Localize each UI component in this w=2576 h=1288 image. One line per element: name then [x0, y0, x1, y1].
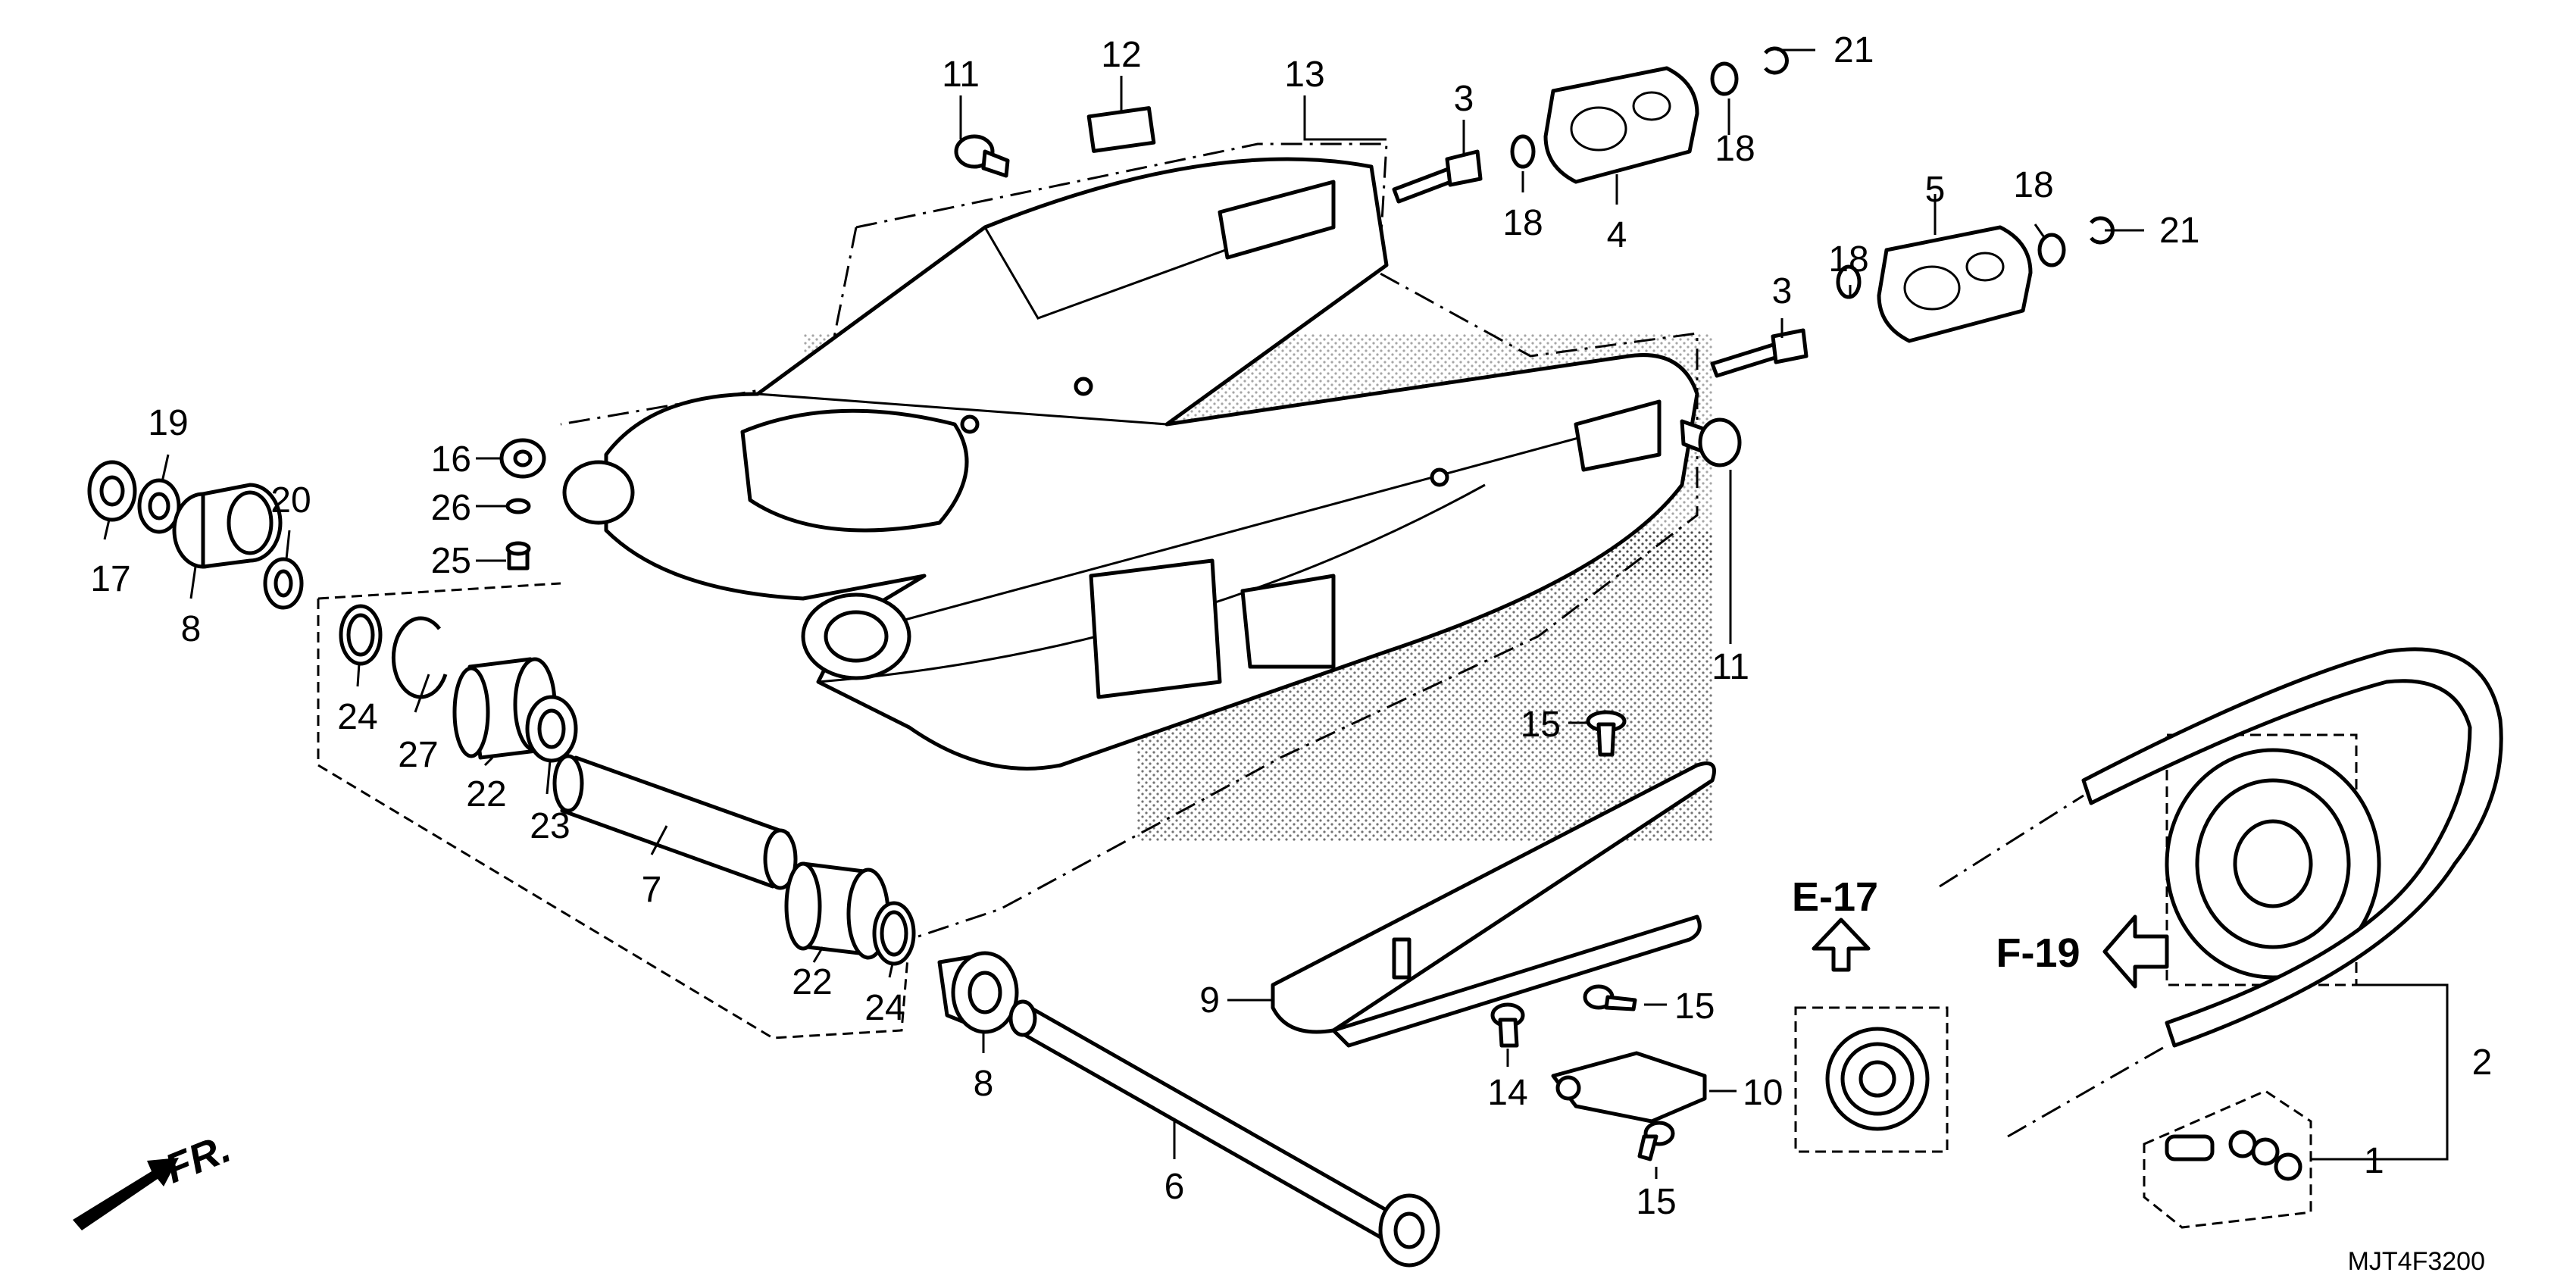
washer-18-b: [1710, 61, 1739, 96]
label-22-upper: 22: [466, 774, 506, 814]
pivot-sleeve-7: [552, 754, 798, 890]
pivot-collar-17: [87, 460, 137, 522]
front-arrow-icon: [73, 1158, 179, 1230]
label-8-right: 8: [974, 1064, 994, 1104]
chain-guard-bracket-10: [1551, 1051, 1707, 1124]
label-18-a: 18: [1502, 203, 1543, 243]
front-marker-text: FR.: [159, 1125, 237, 1192]
label-24-lower: 24: [864, 988, 905, 1028]
chain-adjuster-4: [1543, 66, 1699, 184]
washer-18-d: [2037, 233, 2066, 267]
label-26: 26: [431, 488, 471, 528]
label-21-right: 21: [2159, 211, 2199, 251]
swingarm-outline-left: [560, 227, 858, 426]
label-11-right: 11: [1712, 647, 1749, 687]
label-24-upper: 24: [337, 697, 377, 737]
bolt-15-lower: [1637, 1121, 1675, 1161]
bolt-14: [1490, 1002, 1525, 1048]
diagram-code: MJT4F3200: [2348, 1247, 2485, 1276]
label-27: 27: [398, 735, 438, 775]
label-13: 13: [1284, 55, 1324, 95]
seal-20: [263, 557, 304, 610]
label-9: 9: [1199, 980, 1220, 1021]
swingarm-group-outline: [855, 142, 1699, 941]
arrow-left-icon: [2102, 914, 2169, 989]
label-11-top: 11: [942, 55, 980, 95]
driven-sprocket: [2165, 748, 2381, 980]
bearing-22-lower: [784, 861, 890, 960]
drive-sprocket: [1825, 1027, 1930, 1131]
circlip-24-upper: [339, 604, 383, 666]
label-12: [1086, 106, 1156, 153]
chain-joint-frame: [2143, 1089, 2312, 1229]
label-3-right: 3: [1772, 271, 1793, 311]
label-22-lower: 22: [792, 962, 832, 1002]
label-20: 20: [270, 480, 311, 521]
chain-adjuster-5: [1877, 225, 2033, 343]
bolt-15-upper: [1586, 710, 1627, 757]
bolt-11-right: [1680, 417, 1742, 467]
label-1: 1: [2364, 1141, 2384, 1181]
nut-16: [499, 438, 546, 479]
reference-e17: E-17: [1792, 874, 1878, 920]
adjusting-bolt-3-right: [1710, 328, 1809, 378]
nut-21-top: [1764, 46, 1789, 75]
label-5: 5: [1925, 170, 1946, 210]
washer-18-a: [1510, 134, 1536, 169]
label-16: 16: [431, 439, 471, 480]
collar-8-left: [172, 483, 283, 569]
collar-8-right: [937, 951, 1019, 1034]
label-23: 23: [530, 806, 570, 846]
label-25: 25: [431, 541, 471, 581]
label-18-c: 18: [1828, 239, 1868, 280]
label-19: 19: [148, 403, 188, 443]
clip-26: [505, 498, 531, 514]
label-14: 14: [1487, 1073, 1527, 1113]
pivot-bolt-6: [1008, 999, 1440, 1268]
circlip-24-lower: [872, 901, 916, 966]
label-15-upper: 15: [1521, 705, 1561, 745]
drive-chain-2: [1939, 647, 2503, 1138]
label-4: 4: [1607, 215, 1627, 255]
bolt-25: [505, 541, 531, 571]
seal-23: [525, 695, 578, 763]
circlip-27: [391, 616, 448, 699]
label-15-lower: 15: [1636, 1182, 1676, 1222]
label-7: 7: [642, 870, 662, 910]
label-12-text: 12: [1101, 35, 1141, 75]
label-17: 17: [90, 559, 130, 599]
leader-lines: [103, 48, 2449, 1179]
reference-f19: F-19: [1996, 930, 2080, 976]
label-18-d: 18: [2013, 165, 2053, 205]
swingarm: [562, 157, 1699, 771]
label-18-b: 18: [1715, 129, 1755, 169]
washer-19: [137, 478, 181, 534]
label-6: 6: [1165, 1167, 1185, 1207]
adjusting-bolt-3-top: [1392, 149, 1483, 204]
label-8-left: 8: [181, 609, 202, 649]
washer-18-c: [1836, 264, 1862, 299]
label-21-top: 21: [1834, 30, 1874, 70]
label-10: 10: [1743, 1073, 1783, 1113]
label-15-middle: 15: [1674, 986, 1715, 1027]
chain-master-link-1: [2165, 1130, 2302, 1181]
pivot-parts-frame-top: [317, 582, 561, 600]
chain-slider-9: [1271, 761, 1716, 1048]
label-2: 2: [2472, 1043, 2493, 1083]
bolt-11-top: [954, 134, 1010, 178]
drive-sprocket-frame: [1794, 1006, 1949, 1153]
bolt-15-middle: [1583, 984, 1637, 1011]
pivot-parts-frame: [317, 599, 911, 1039]
arrow-up-icon: [1812, 918, 1871, 972]
label-3-top: 3: [1454, 79, 1474, 119]
